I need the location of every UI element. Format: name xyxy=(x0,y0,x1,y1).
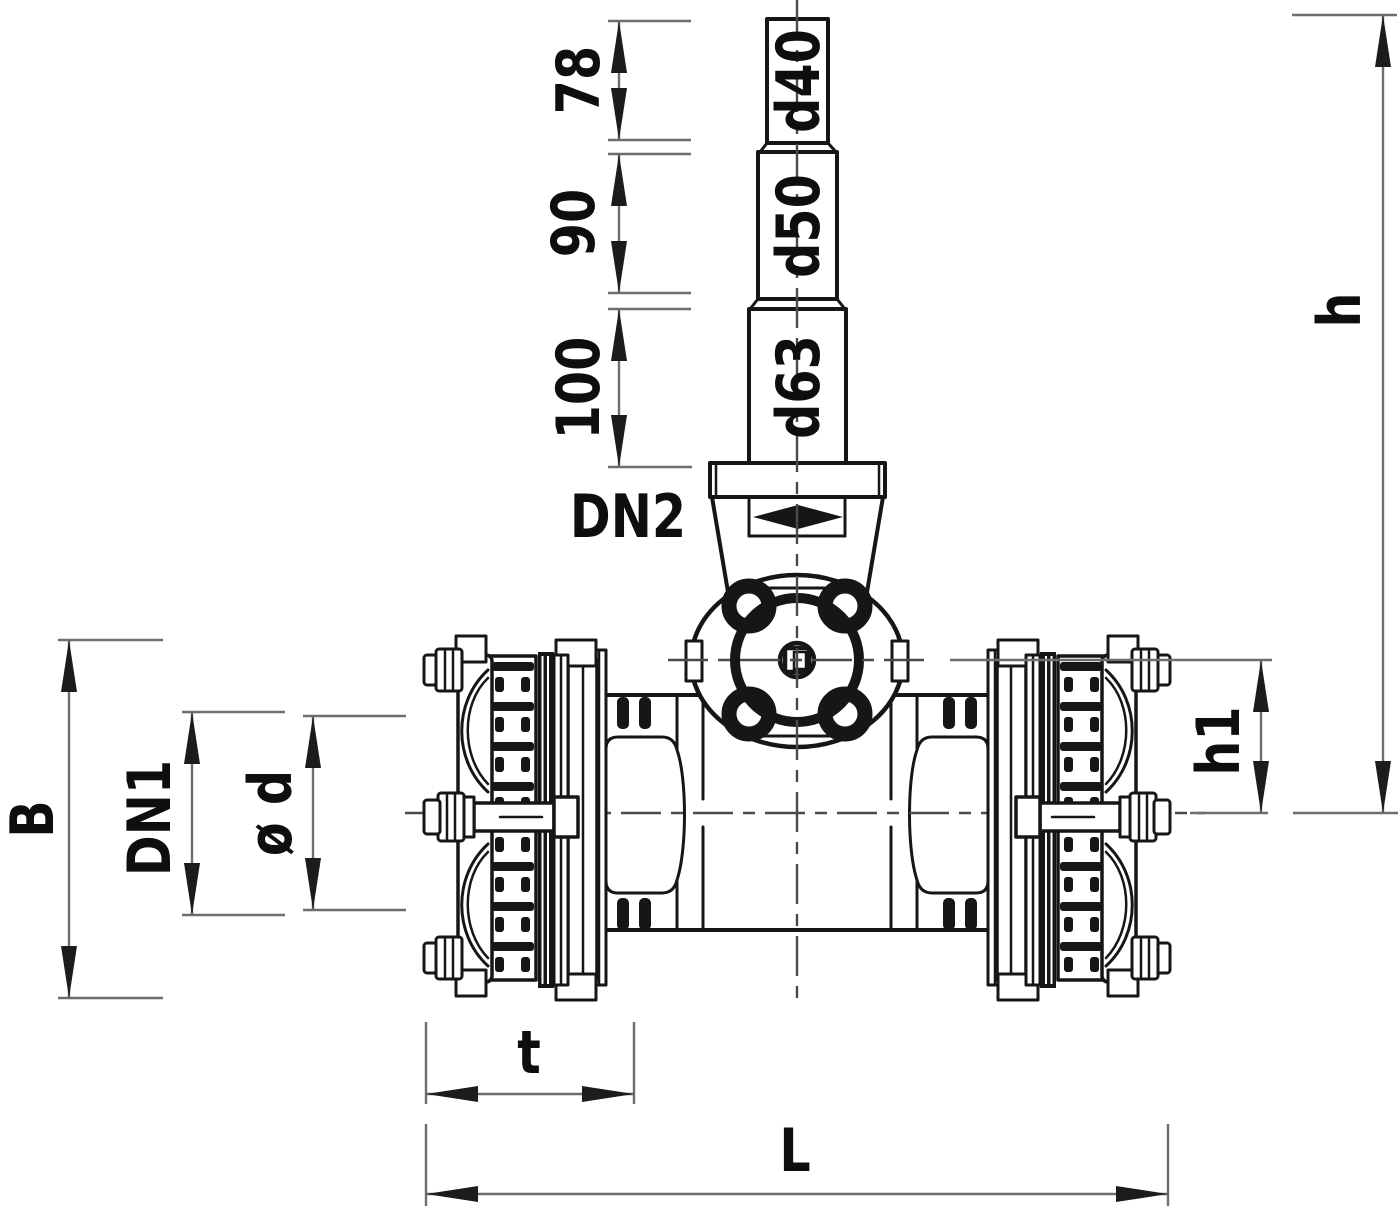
dim-label-DN1: DN1 xyxy=(114,760,184,876)
dim-h1: h1 xyxy=(950,658,1272,815)
spigot-d63-label: d63 xyxy=(763,335,833,439)
coupling-right xyxy=(988,636,1170,1000)
dim-dia-d: ø d xyxy=(235,714,406,912)
dim-label-B: B xyxy=(0,800,67,838)
body-studs xyxy=(617,697,977,930)
dim-label-L: L xyxy=(779,1115,810,1185)
dim-top-chain: 78 90 100 xyxy=(538,19,692,469)
spigot-d50-label: d50 xyxy=(763,174,833,278)
dim-label-h: h xyxy=(1304,292,1374,327)
dim-B: B xyxy=(0,638,163,1000)
socket-pillow-left xyxy=(604,735,686,895)
dim-label-90: 90 xyxy=(538,189,608,257)
dim-label-78: 78 xyxy=(543,46,613,114)
dim-label-t: t xyxy=(517,1017,541,1087)
spigot-labels: d40 d50 d63 xyxy=(763,29,833,439)
dim-L: L xyxy=(424,1115,1170,1206)
dimension-annotations: 78 90 100 DN2 B DN1 xyxy=(0,13,1398,1206)
dim-h: h xyxy=(1292,13,1398,815)
dim-label-dn2: DN2 xyxy=(570,481,686,551)
dim-label-100: 100 xyxy=(543,337,613,440)
spigot-d40-label: d40 xyxy=(763,29,833,133)
socket-pillow-right xyxy=(908,735,990,895)
dim-label-dia-d: ø d xyxy=(235,770,305,856)
dim-label-h1: h1 xyxy=(1183,706,1253,775)
dim-DN1: DN1 xyxy=(114,710,285,917)
coupling-left xyxy=(424,636,606,1000)
dim-t: t xyxy=(424,1017,636,1104)
